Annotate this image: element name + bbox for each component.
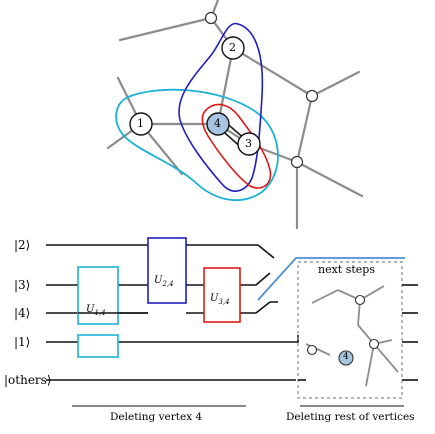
wire-label-others: |others⟩ xyxy=(4,373,52,387)
gate-u14 xyxy=(77,266,119,325)
gate-u14-label-base: U xyxy=(86,304,95,315)
wire-label-1: |1⟩ xyxy=(14,335,31,349)
graph-node-3 xyxy=(237,132,261,156)
gate-u24-label-base: U xyxy=(154,275,163,286)
region-red xyxy=(201,103,272,189)
graph-small-nodes xyxy=(204,11,319,169)
gate-u14-label-sub: 1,4 xyxy=(94,309,106,317)
wire-label-3: |3⟩ xyxy=(14,278,31,292)
gate-u24 xyxy=(147,237,187,304)
graph-node-label-3: 3 xyxy=(245,137,252,150)
graph-node-label-2: 2 xyxy=(229,41,236,54)
region-cyan xyxy=(115,88,279,201)
gate-u24-label-sub: 2,4 xyxy=(162,280,174,288)
graph-node-label-4: 4 xyxy=(214,117,221,130)
mini-graph-nodes xyxy=(306,294,380,356)
next-steps-label: next steps xyxy=(316,263,377,276)
mini-graph xyxy=(305,285,399,387)
wire-label-4: |4⟩ xyxy=(14,306,31,320)
gate-u34-label-sub: 3,4 xyxy=(218,298,230,306)
graph-node-4 xyxy=(206,112,230,136)
gate-u34-label: U3,4 xyxy=(210,294,230,306)
graph-node-label-1: 1 xyxy=(137,117,144,130)
wire-label-2: |2⟩ xyxy=(14,238,31,252)
region-blue xyxy=(178,22,264,192)
gate-u14-lower xyxy=(77,334,119,358)
gate-u24-label: U2,4 xyxy=(154,276,174,288)
right-wires xyxy=(298,284,418,381)
graph-node-2 xyxy=(221,36,245,60)
next-steps-box xyxy=(297,261,403,399)
mini-graph-node-4 xyxy=(338,350,354,366)
caption-right: Deleting rest of vertices xyxy=(286,411,415,423)
mini-graph-node-label: 4 xyxy=(343,352,349,362)
caption-left: Deleting vertex 4 xyxy=(110,411,203,423)
gate-u34 xyxy=(203,267,241,323)
gate-u34-label-base: U xyxy=(210,293,219,304)
graph-node-1 xyxy=(129,112,153,136)
circuit-blue-wires xyxy=(257,257,405,301)
gate-u14-label: U1,4 xyxy=(86,305,106,317)
